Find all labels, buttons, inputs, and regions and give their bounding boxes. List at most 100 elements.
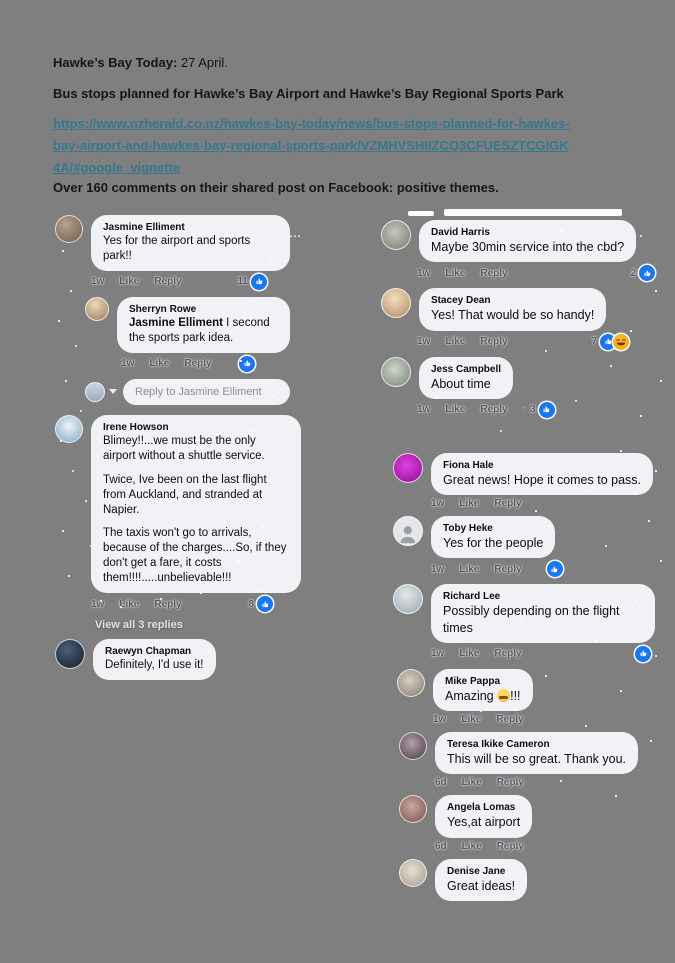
like-reaction-icon[interactable] bbox=[538, 401, 555, 418]
current-user-avatar[interactable] bbox=[85, 381, 105, 402]
reply-button[interactable]: Reply bbox=[480, 336, 508, 347]
reply-button[interactable]: Reply bbox=[480, 404, 508, 416]
avatar[interactable] bbox=[399, 795, 427, 824]
comment-text: Amazing !!! bbox=[445, 688, 521, 703]
reply-button[interactable]: Reply bbox=[494, 498, 522, 509]
comment-actions: 1w Like Reply bbox=[121, 355, 255, 372]
reply-button[interactable]: Reply bbox=[494, 563, 522, 575]
comment-david: David Harris Maybe 30min service into th… bbox=[381, 220, 673, 263]
comment-options-icon[interactable]: ⋯ bbox=[289, 229, 302, 243]
mention[interactable]: Jasmine Elliment bbox=[129, 316, 223, 329]
reaction-summary[interactable]: 8 bbox=[248, 596, 273, 613]
reaction-summary[interactable]: 2 bbox=[630, 265, 655, 282]
comment-actions: 1w Like Reply bbox=[431, 645, 651, 662]
reaction-summary[interactable] bbox=[635, 645, 651, 662]
reply-button[interactable]: Reply bbox=[494, 648, 522, 660]
reaction-count: 8 bbox=[248, 598, 254, 610]
commenter-name[interactable]: Fiona Hale bbox=[443, 459, 494, 471]
reaction-summary[interactable]: 7 bbox=[591, 333, 629, 350]
commenter-name[interactable]: Toby Heke bbox=[443, 523, 493, 534]
reply-button[interactable]: Reply bbox=[496, 840, 524, 852]
reaction-summary[interactable]: 11 bbox=[237, 273, 267, 290]
commenter-name[interactable]: Denise Jane bbox=[447, 865, 506, 877]
commenter-name[interactable]: Raewyn Chapman bbox=[105, 646, 192, 658]
commenter-name[interactable]: Sherryn Rowe bbox=[129, 303, 197, 315]
avatar[interactable] bbox=[393, 584, 423, 615]
like-button[interactable]: Like bbox=[445, 404, 466, 416]
commenter-name[interactable]: Jess Campbell bbox=[431, 363, 502, 375]
avatar[interactable] bbox=[381, 356, 411, 387]
comment-mike: Mike Pappa Amazing !!! bbox=[397, 668, 673, 711]
like-reaction-icon[interactable] bbox=[635, 645, 651, 662]
like-button[interactable]: Like bbox=[445, 267, 466, 279]
source-name: Hawke’s Bay Today: bbox=[53, 55, 178, 70]
view-replies-link[interactable]: View all 3 replies bbox=[95, 619, 183, 632]
like-button[interactable]: Like bbox=[119, 598, 140, 610]
like-button[interactable]: Like bbox=[461, 777, 482, 789]
avatar[interactable] bbox=[397, 668, 425, 697]
comment-bubble: Raewyn Chapman Definitely, I'd use it! bbox=[93, 639, 216, 681]
screenshot-crop-edge bbox=[408, 211, 434, 216]
reply-button[interactable]: Reply bbox=[496, 714, 524, 725]
comment-bubble: Denise Jane Great ideas! bbox=[435, 858, 528, 901]
like-button[interactable]: Like bbox=[459, 563, 480, 575]
like-button[interactable]: Like bbox=[461, 714, 482, 725]
avatar[interactable] bbox=[85, 296, 109, 321]
summary-line: Over 160 comments on their shared post o… bbox=[53, 180, 499, 195]
reaction-summary[interactable] bbox=[546, 561, 563, 578]
timestamp: 1w bbox=[433, 714, 447, 725]
commenter-name[interactable]: Richard Lee bbox=[443, 591, 501, 603]
haha-reaction-icon[interactable] bbox=[613, 333, 629, 350]
commenter-name[interactable]: Irene Howson bbox=[103, 421, 169, 433]
comment-bubble: Toby Heke Yes for the people bbox=[431, 516, 556, 559]
commenter-name[interactable]: Angela Lomas bbox=[447, 802, 516, 814]
commenter-name[interactable]: David Harris bbox=[431, 227, 490, 238]
reply-button[interactable]: Reply bbox=[154, 598, 182, 610]
date-line: Hawke’s Bay Today: 27 April. bbox=[53, 55, 228, 72]
reply-button[interactable]: Reply bbox=[184, 358, 212, 370]
like-button[interactable]: Like bbox=[445, 336, 466, 347]
reply-button[interactable]: Reply bbox=[480, 267, 508, 279]
avatar[interactable] bbox=[399, 732, 427, 760]
article-link[interactable]: https://www.nzherald.co.nz/hawkes-bay-to… bbox=[53, 116, 570, 175]
avatar[interactable] bbox=[55, 414, 83, 443]
like-reaction-icon[interactable] bbox=[239, 355, 255, 372]
like-reaction-icon[interactable] bbox=[546, 561, 563, 578]
like-button[interactable]: Like bbox=[119, 276, 140, 288]
comment-actions: 1w Like Reply 8 bbox=[91, 596, 273, 613]
like-button[interactable]: Like bbox=[459, 498, 480, 509]
like-button[interactable]: Like bbox=[459, 648, 480, 660]
reply-input[interactable]: Reply to Jasmine Elliment bbox=[123, 378, 290, 405]
facebook-comments-left: Jasmine Elliment Yes for the airport and… bbox=[55, 215, 301, 681]
timestamp: 1w bbox=[417, 267, 431, 279]
avatar[interactable] bbox=[55, 639, 85, 670]
reaction-summary[interactable]: 3 bbox=[530, 401, 555, 418]
reply-button[interactable]: Reply bbox=[154, 276, 182, 288]
commenter-name[interactable]: Teresa Ikike Cameron bbox=[447, 739, 550, 750]
timestamp: 1w bbox=[431, 498, 445, 509]
commenter-name[interactable]: Jasmine Elliment bbox=[103, 222, 185, 233]
comment-raewyn: Raewyn Chapman Definitely, I'd use it! bbox=[55, 639, 290, 681]
comment-text: Great news! Hope it comes to pass. bbox=[443, 472, 642, 487]
reply-button[interactable]: Reply bbox=[496, 777, 524, 789]
avatar[interactable] bbox=[393, 452, 423, 483]
like-reaction-icon[interactable] bbox=[600, 333, 616, 350]
avatar[interactable] bbox=[55, 215, 83, 243]
comment-actions: 6d Like Reply bbox=[435, 777, 673, 788]
separator: · bbox=[522, 404, 526, 416]
like-button[interactable]: Like bbox=[149, 358, 170, 370]
chevron-down-icon[interactable] bbox=[109, 389, 117, 395]
commenter-name[interactable]: Stacey Dean bbox=[431, 295, 491, 307]
avatar[interactable] bbox=[393, 516, 423, 546]
timestamp: 1w bbox=[417, 336, 431, 347]
avatar[interactable] bbox=[381, 220, 411, 250]
commenter-name[interactable]: Mike Pappa bbox=[445, 675, 501, 687]
like-button[interactable]: Like bbox=[461, 840, 482, 852]
like-reaction-icon[interactable] bbox=[251, 273, 267, 290]
comment-text: This will be so great. Thank you. bbox=[447, 752, 627, 766]
like-reaction-icon[interactable] bbox=[639, 265, 655, 282]
like-reaction-icon[interactable] bbox=[257, 596, 273, 613]
avatar[interactable] bbox=[381, 288, 411, 319]
avatar[interactable] bbox=[399, 858, 427, 887]
reaction-summary[interactable] bbox=[239, 355, 255, 372]
